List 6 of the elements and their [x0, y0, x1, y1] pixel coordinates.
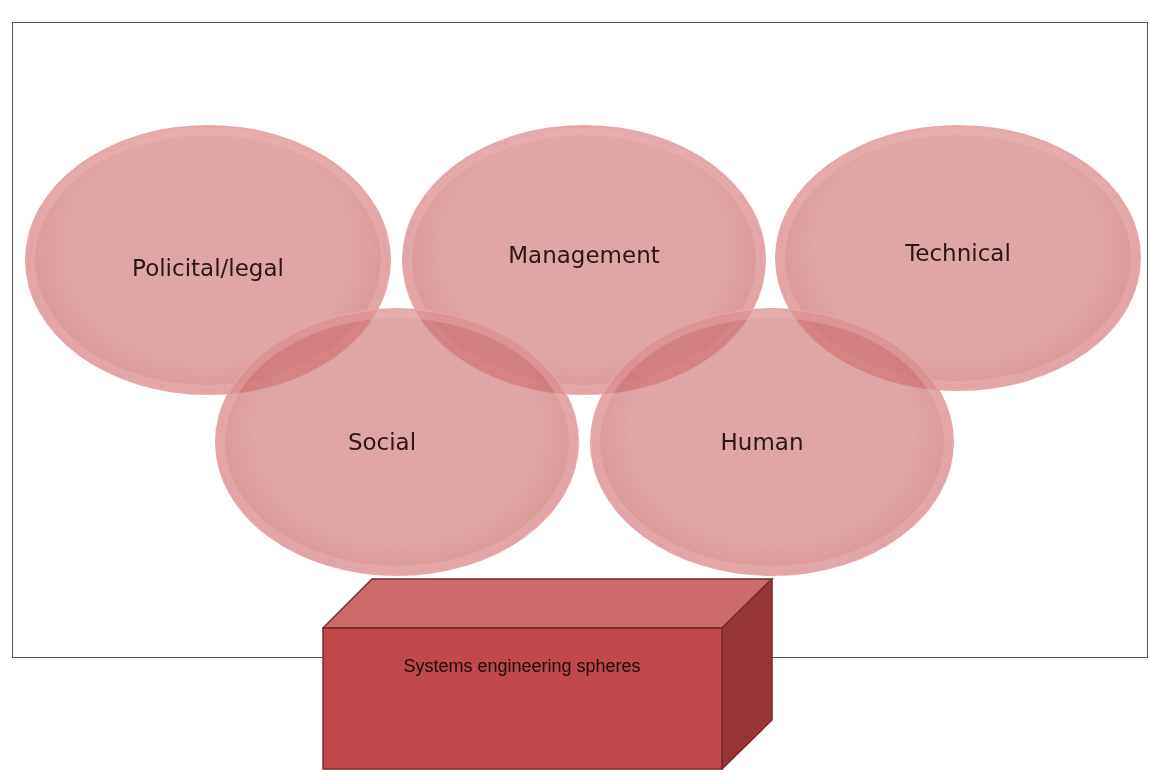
sphere-label: Social [347, 429, 417, 455]
sphere-label: Technical [905, 240, 1011, 266]
sphere-label: Human [720, 429, 804, 455]
box-label: Systems engineering spheres [402, 655, 642, 678]
sphere-label: Policital/legal [132, 255, 284, 281]
sphere-label: Management [508, 242, 660, 268]
